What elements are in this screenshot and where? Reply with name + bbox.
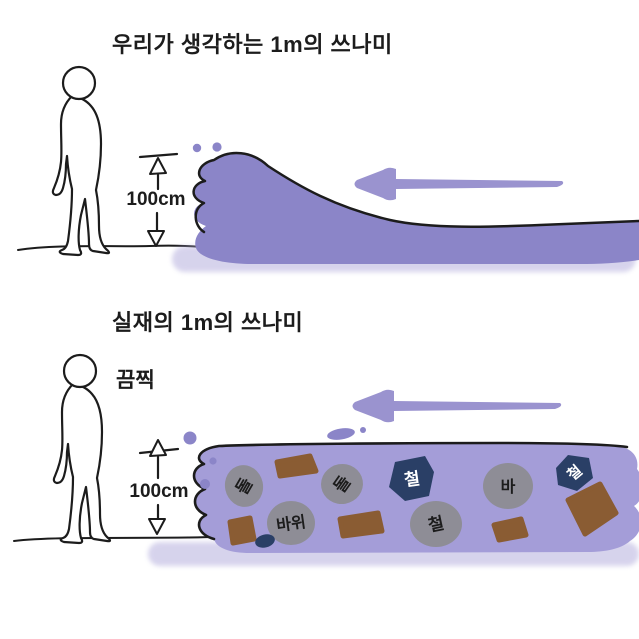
height-measure-bottom: 100cm xyxy=(129,439,189,535)
spray-dots-top xyxy=(192,142,222,153)
rock-label-iron-gray: 철 xyxy=(426,514,445,536)
rock-iron-gray xyxy=(410,501,462,547)
metal-iron-navy xyxy=(389,456,434,501)
height-label-bottom: 100cm xyxy=(129,481,188,502)
wood-plank xyxy=(337,510,385,539)
wave-actual-outline xyxy=(192,441,629,541)
rock-stone2 xyxy=(321,463,363,505)
rock-label-ba: 바 xyxy=(501,478,516,496)
arrowhead-down-icon xyxy=(147,230,165,247)
panel-imagined-title: 우리가 생각하는 1m의 쓰나미 xyxy=(112,32,393,57)
rock-label-boulder: 바위 xyxy=(275,513,307,535)
debris-rock-group xyxy=(224,463,533,547)
rock-boulder xyxy=(267,501,315,545)
spray-dots-bottom xyxy=(183,427,366,489)
ground-line-bottom xyxy=(13,536,215,542)
rock-ba xyxy=(483,463,533,509)
arrowhead-up-icon xyxy=(149,439,167,457)
wood-plank xyxy=(491,516,529,543)
arrowhead-up-icon xyxy=(149,157,167,175)
person-figure-top xyxy=(51,65,111,257)
rock-stone1 xyxy=(224,465,264,507)
height-measure-top: 100cm xyxy=(126,152,186,247)
arrowhead-down-icon xyxy=(148,518,166,535)
panel-actual-title: 실재의 1m의 쓰나미 xyxy=(112,310,303,335)
wave-imagined-outline xyxy=(192,151,639,234)
panel-actual: 실재의 1m의 쓰나미 끔찍 xyxy=(13,310,639,566)
wood-plank xyxy=(274,453,319,479)
flow-arrow-icon xyxy=(352,389,562,423)
panel-imagined: 우리가 생각하는 1m의 쓰나미 100cm xyxy=(17,32,639,272)
wood-plank xyxy=(565,481,619,537)
debris-wood-group xyxy=(227,453,619,546)
rock-label-iron-navy: 철 xyxy=(403,469,421,490)
wood-plank xyxy=(227,515,257,546)
flow-arrow-icon xyxy=(354,167,564,201)
height-label-top: 100cm xyxy=(126,189,185,210)
metal-iron-navy2 xyxy=(556,455,593,491)
debris-metal-group xyxy=(255,455,593,548)
wave-imagined xyxy=(193,153,639,264)
panel-actual-caption: 끔찍 xyxy=(116,369,155,392)
ground-line-top xyxy=(17,244,202,251)
metal-small xyxy=(255,534,275,548)
person-figure-bottom xyxy=(52,353,112,545)
